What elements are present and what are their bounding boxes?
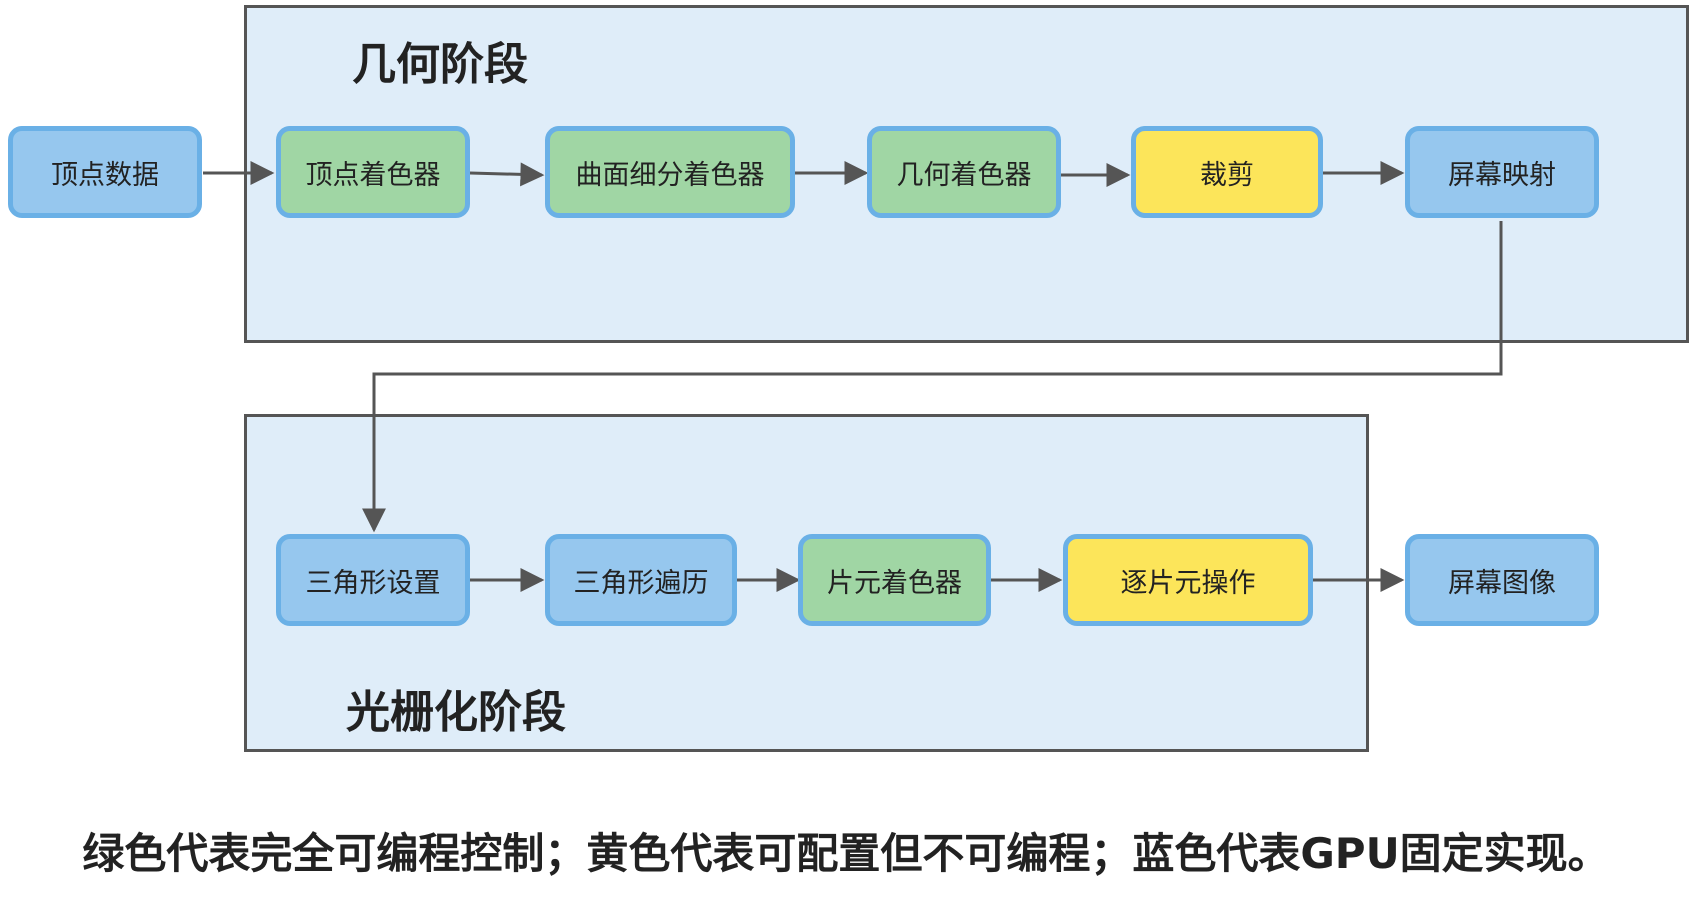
node-per-fragment-ops: 逐片元操作 [1063, 534, 1313, 626]
color-legend-caption: 绿色代表完全可编程控制；黄色代表可配置但不可编程；蓝色代表GPU固定实现。 [82, 829, 1610, 878]
geometry-stage-title: 几何阶段 [352, 39, 528, 90]
node-triangle-setup: 三角形设置 [276, 534, 470, 626]
node-vertex-data: 顶点数据 [8, 126, 202, 218]
rasterization-stage-title: 光栅化阶段 [346, 687, 566, 738]
node-geometry-shader: 几何着色器 [867, 126, 1061, 218]
node-triangle-traversal: 三角形遍历 [545, 534, 737, 626]
arrow-vertex-shader-to-tessellation [469, 162, 545, 187]
node-tessellation-shader: 曲面细分着色器 [545, 126, 795, 218]
node-vertex-shader: 顶点着色器 [276, 126, 470, 218]
node-screen-mapping: 屏幕映射 [1405, 126, 1599, 218]
node-screen-image: 屏幕图像 [1405, 534, 1599, 626]
node-clipping: 裁剪 [1131, 126, 1323, 218]
arrow-screen-mapping-to-triangle-setup [362, 221, 1503, 533]
node-fragment-shader: 片元着色器 [798, 534, 991, 626]
